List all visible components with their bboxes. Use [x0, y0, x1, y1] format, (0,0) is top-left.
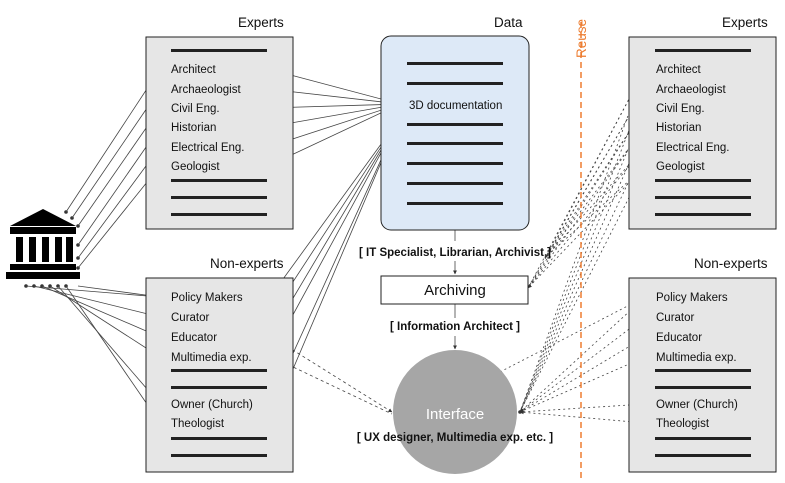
documentation-label: 3D documentation [409, 100, 502, 112]
reuse-line [519, 316, 646, 413]
left-nonexpert-label: Curator [171, 312, 210, 324]
right-nonexpert-label: Multimedia exp. [656, 352, 737, 364]
multimedia-to-interface-line [271, 356, 393, 415]
left-nonexpert-label: Owner (Church) [171, 399, 253, 411]
left-expert-label: Architect [171, 64, 217, 76]
data-box: Data 3D documentation [380, 15, 530, 231]
right-expert-label: Electrical Eng. [656, 142, 730, 154]
right-expert-label: Civil Eng. [656, 103, 705, 115]
nonexpert-to-data-line [269, 117, 401, 298]
reuse-line [519, 296, 646, 413]
reuse-line [527, 88, 646, 289]
museum-to-nonexpert-line [33, 285, 161, 319]
left-nonexperts-heading: Non-experts [210, 256, 284, 271]
left-expert-label: Civil Eng. [171, 103, 220, 115]
right-experts-heading: Experts [722, 15, 768, 30]
reuse-line [527, 126, 646, 289]
right-expert-label: Architect [656, 64, 702, 76]
reuse-line [519, 410, 646, 424]
interface-circle [393, 350, 517, 474]
architect-role-label: [ Information Architect ] [390, 321, 520, 333]
reuse-line [519, 146, 646, 413]
right-nonexpert-label: Educator [656, 332, 702, 344]
right-nonexperts-panel: Non-experts Policy Makers Curator Educat… [628, 256, 777, 473]
connector-lines [24, 67, 646, 425]
reuse-line [519, 126, 646, 413]
interface-label: Interface [426, 406, 484, 423]
left-nonexpert-label: Theologist [171, 418, 225, 430]
museum-to-nonexpert-line [57, 285, 161, 405]
left-expert-label: Archaeologist [171, 84, 241, 96]
right-nonexperts-heading: Non-experts [694, 256, 768, 271]
reuse-line [519, 336, 646, 413]
connector-dot [518, 410, 522, 414]
left-nonexpert-label: Policy Makers [171, 292, 243, 304]
data-heading: Data [494, 15, 523, 30]
archiving-roles-label: [ IT Specialist, Librarian, Archivist ] [359, 247, 551, 259]
museum-to-nonexpert-line [65, 285, 161, 424]
reuse-line [527, 146, 646, 289]
archiving-label: Archiving [424, 282, 486, 299]
left-nonexpert-label: Educator [171, 332, 217, 344]
museum-to-nonexpert-line [49, 285, 161, 358]
reuse-line [527, 68, 646, 289]
museum-to-nonexpert-line [25, 285, 161, 299]
right-experts-panel: Experts Architect Archaeologist Civil En… [628, 15, 777, 230]
right-expert-label: Archaeologist [656, 84, 726, 96]
interface-roles-label: [ UX designer, Multimedia exp. etc. ] [357, 432, 553, 444]
museum-to-expert-line [71, 88, 161, 219]
museum-to-nonexpert-line [41, 285, 161, 338]
left-expert-label: Electrical Eng. [171, 142, 245, 154]
left-nonexpert-label: Multimedia exp. [171, 352, 252, 364]
reuse-line [519, 356, 646, 413]
reuse-line [527, 165, 646, 289]
reuse-label: Reuse [574, 19, 589, 58]
left-expert-label: Historian [171, 122, 216, 134]
right-nonexpert-label: Policy Makers [656, 292, 728, 304]
left-experts-heading: Experts [238, 15, 284, 30]
right-expert-label: Historian [656, 122, 701, 134]
left-nonexperts-panel: Non-experts Policy Makers Curator Educat… [145, 256, 294, 473]
right-expert-label: Geologist [656, 161, 705, 173]
right-nonexpert-label: Theologist [656, 418, 710, 430]
reuse-line [519, 165, 646, 413]
reuse-line [519, 403, 646, 414]
museum-icon [6, 209, 80, 279]
left-expert-label: Geologist [171, 161, 220, 173]
right-nonexpert-label: Owner (Church) [656, 399, 738, 411]
reuse-line [519, 107, 646, 413]
reuse-line [519, 68, 646, 413]
left-experts-panel: Experts Architect Archaeologist Civil En… [145, 15, 294, 230]
reuse-line [499, 296, 646, 373]
reuse-line [527, 107, 646, 289]
museum-to-expert-line [65, 68, 161, 213]
archiving-box [380, 275, 529, 305]
right-nonexpert-label: Curator [656, 312, 695, 324]
